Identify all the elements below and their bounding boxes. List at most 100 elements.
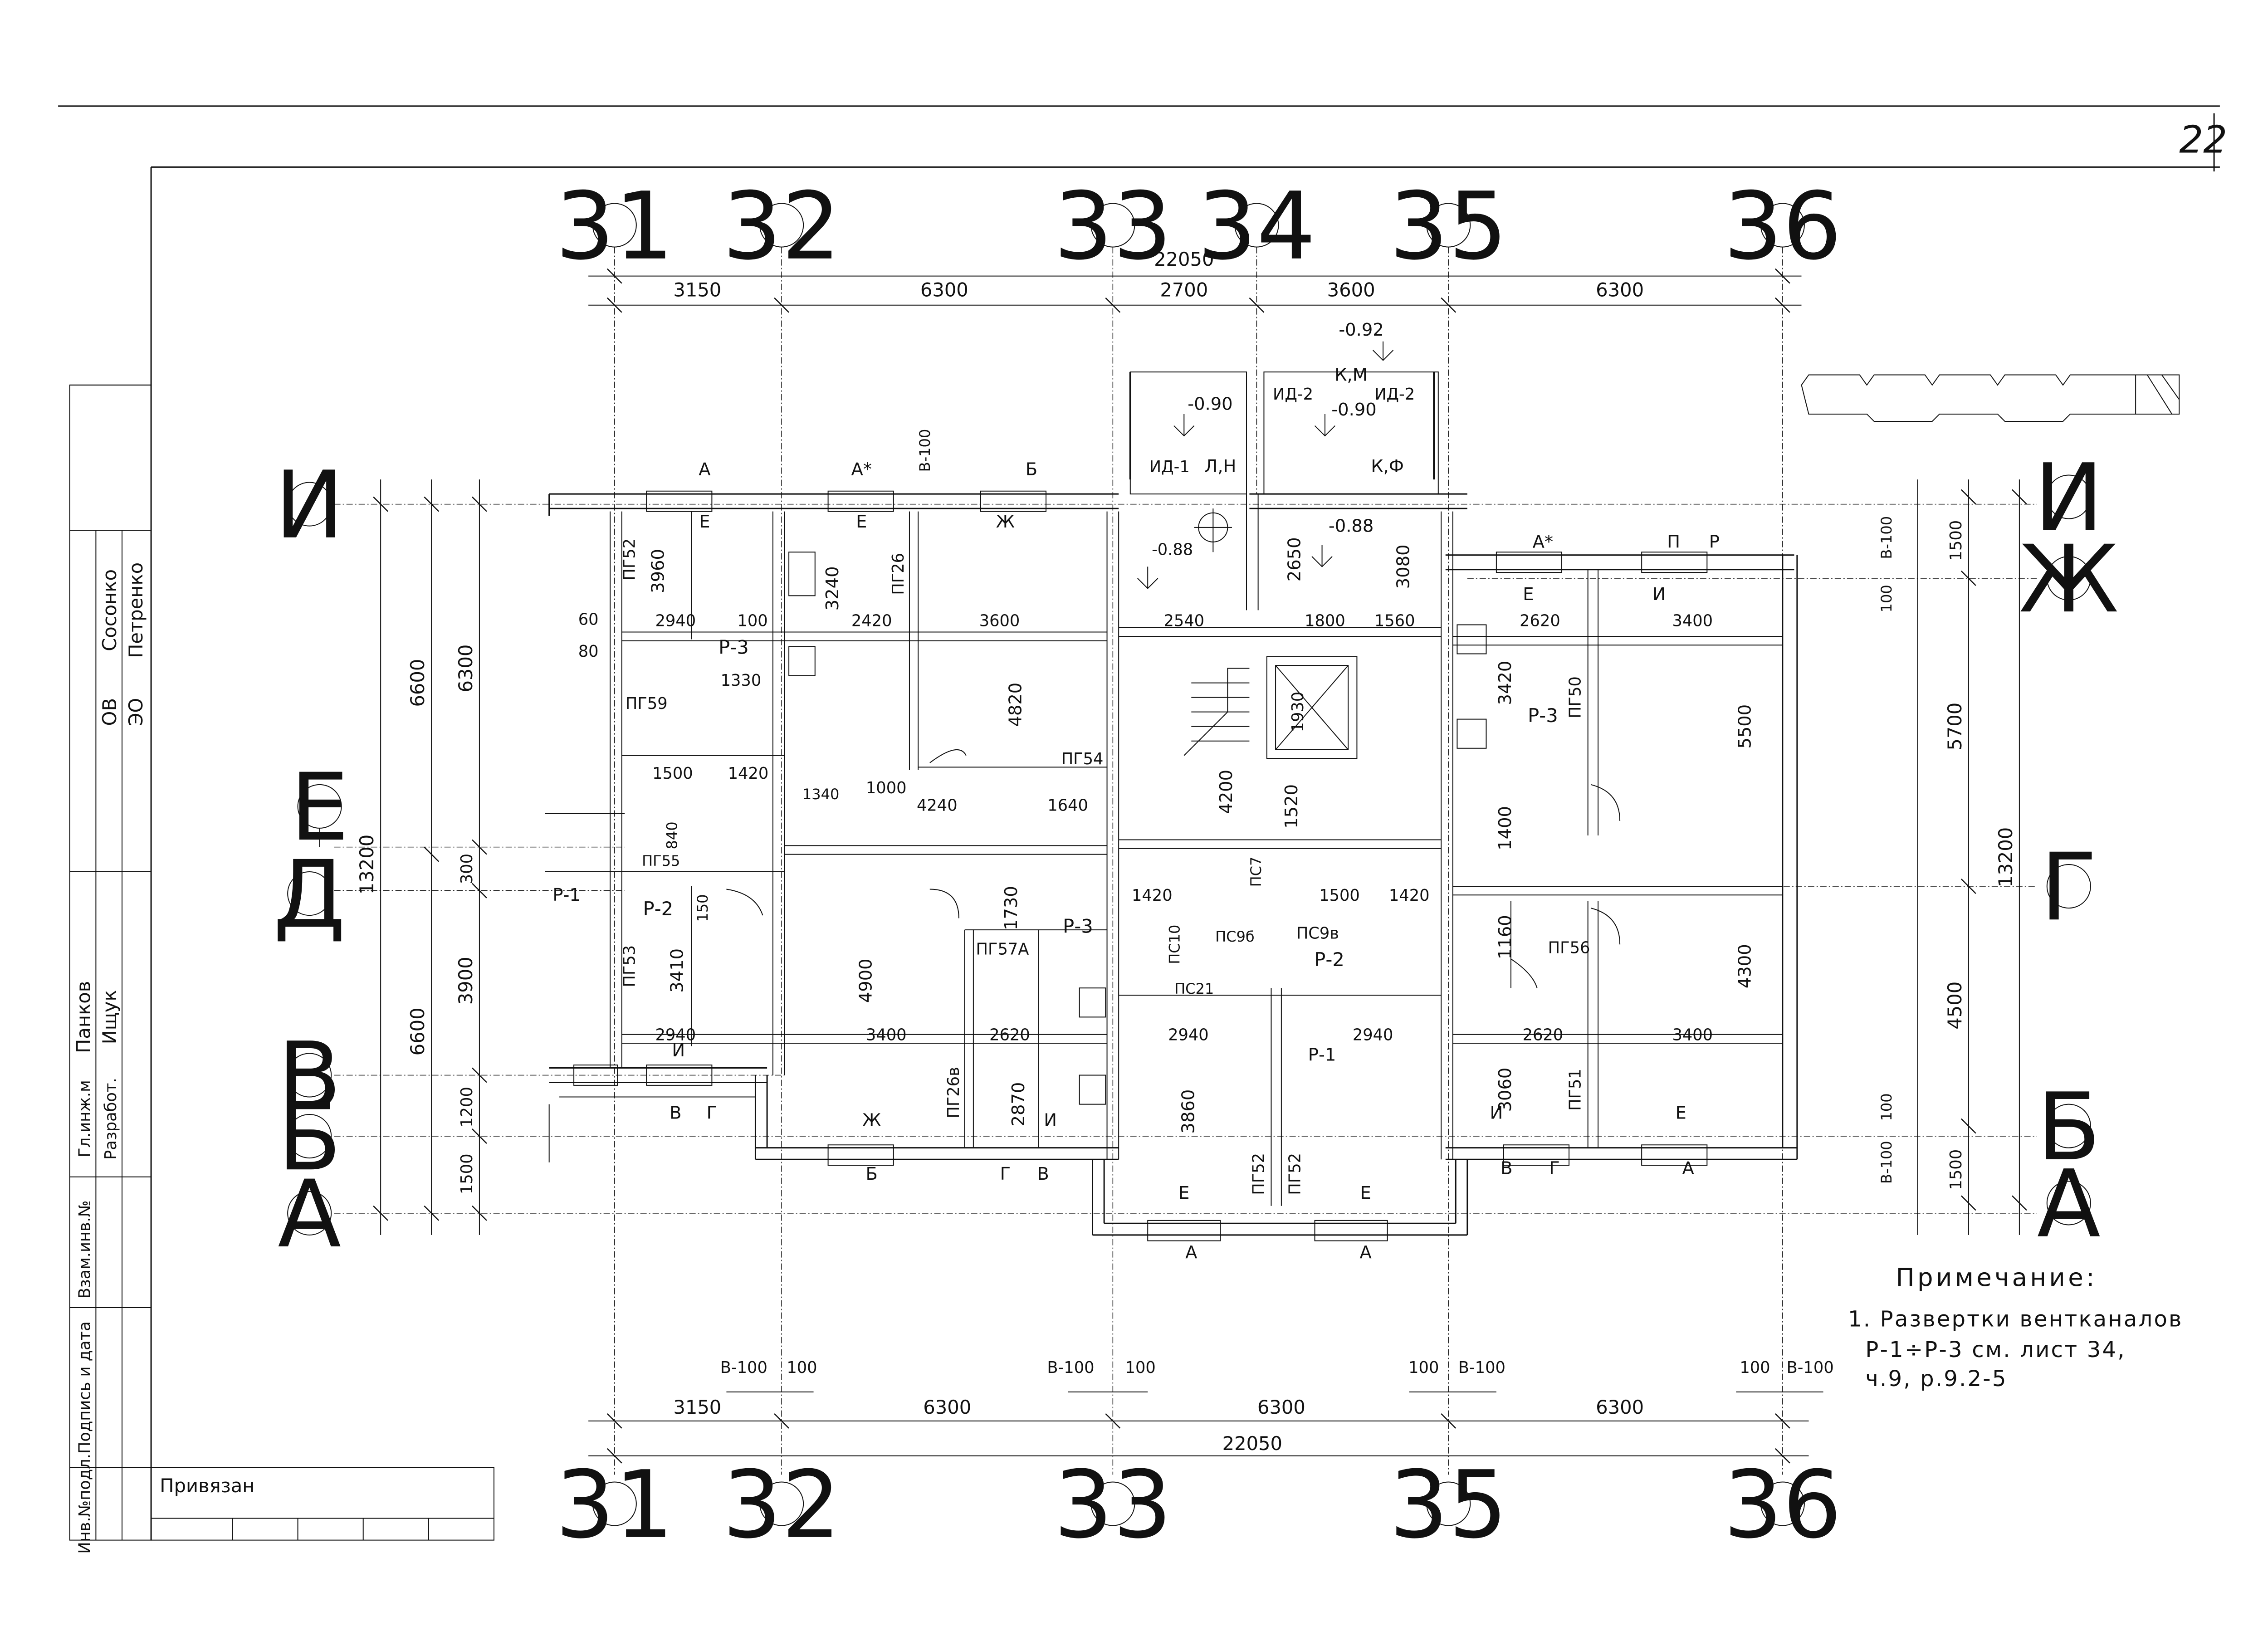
room-dim-18: 2870	[1008, 1082, 1029, 1127]
room-dim-4: 3080	[1393, 544, 1414, 589]
axis-col-35-top: 35	[1389, 173, 1508, 281]
dim-left-outer: 13200	[356, 835, 378, 894]
misc-dim-12: 1330	[721, 671, 762, 690]
room-dim-15: 1160	[1495, 915, 1515, 959]
tb-col-zam: Взам.инв.№	[76, 1201, 94, 1299]
dim-right-inner-4: 1500	[1947, 1149, 1965, 1190]
misc-dim-24: 1930	[1289, 692, 1307, 733]
misc-dim-8: 2620	[1520, 612, 1560, 630]
mark-pg26v: ПГ26в	[944, 1067, 963, 1118]
mark-r1-center: Р-1	[1308, 1045, 1336, 1065]
axis-row-e-left: Е	[290, 754, 349, 862]
axis-row-v-left: В	[278, 1023, 342, 1131]
misc-dim-10: 60	[578, 610, 599, 629]
tb-col-podpis: Подпись и дата	[76, 1321, 94, 1454]
axis-row-d-left: Д	[273, 841, 346, 949]
tb-name-petrenko: Петренко	[125, 562, 147, 658]
axis-col-36-bottom: 36	[1723, 1451, 1842, 1559]
room-dim-5: 2650	[1285, 537, 1305, 581]
misc-dim-4: 3600	[979, 612, 1020, 630]
tb-role-ov: ОВ	[98, 698, 121, 726]
misc-dim-7: 1560	[1374, 612, 1415, 630]
note-line3: ч.9, р.9.2-5	[1865, 1366, 2007, 1392]
room-dim-6: 3420	[1495, 661, 1515, 705]
win-e-3: Е	[1523, 584, 1534, 605]
misc-dim-6: 1800	[1305, 612, 1345, 630]
win-g-2: Г	[1000, 1164, 1011, 1184]
axis-col-33-top: 33	[1054, 173, 1172, 281]
level-2: -0.92	[1339, 320, 1383, 340]
misc-dim-21: 3400	[866, 1026, 907, 1045]
dim-right-small-2: 100	[1878, 585, 1895, 612]
dim-right-inner-2: 5700	[1944, 703, 1966, 751]
note-heading: Примечание:	[1896, 1263, 2097, 1292]
dim-top-3: 2700	[1160, 278, 1208, 301]
win-zh-1: Ж	[996, 512, 1015, 532]
misc-dim-31: 1420	[1389, 886, 1430, 905]
win-kf: К,Ф	[1371, 456, 1404, 477]
tb-role-razrab: Разработ.	[102, 1078, 120, 1159]
win-id2-1: ИД-2	[1273, 385, 1313, 404]
axis-row-a-left: А	[278, 1161, 341, 1269]
mark-pg59: ПГ59	[626, 694, 668, 713]
win-ln: Л,Н	[1204, 456, 1236, 477]
win-id2-2: ИД-2	[1374, 385, 1415, 404]
misc-dim-3: 2420	[851, 612, 892, 630]
misc-dim-5: 2540	[1163, 612, 1204, 630]
dim-left-inner-2: 300	[458, 854, 476, 884]
mark-pg57a: ПГ57А	[976, 940, 1029, 959]
room-dim-9: 4900	[856, 958, 876, 1003]
note-line1: 1. Развертки вентканалов	[1848, 1307, 2183, 1332]
room-dim-10: 1730	[1001, 886, 1022, 930]
dim-bottom-small-3: В-100	[1047, 1358, 1094, 1377]
win-i-4: И	[1490, 1103, 1503, 1123]
misc-dim-29: 3400	[1672, 1026, 1713, 1045]
mark-r2-center: Р-2	[1314, 948, 1344, 971]
room-dim-16: 4200	[1216, 770, 1237, 814]
misc-dim-20: 2620	[989, 1026, 1030, 1045]
axis-col-31-bottom: 31	[555, 1451, 674, 1559]
axis-row-zh-right: Ж	[2019, 526, 2119, 634]
mark-pg56: ПГ56	[1548, 938, 1590, 957]
room-dim-14: 1400	[1495, 806, 1515, 850]
axis-col-31-top: 31	[555, 173, 674, 281]
dim-right-small-1: В-100	[1878, 516, 1895, 559]
room-dim-7: 5500	[1735, 704, 1755, 749]
axis-row-i-right: И	[2034, 444, 2103, 552]
misc-dim-27: 2940	[1353, 1026, 1393, 1045]
mark-pg52-1: ПГ52	[621, 538, 639, 581]
axis-col-32-top: 32	[723, 173, 841, 281]
win-e-5: Е	[1360, 1183, 1371, 1203]
win-i-3: И	[1044, 1110, 1057, 1131]
mark-ps7: ПС7	[1247, 857, 1265, 887]
mark-r3-2: Р-3	[1063, 915, 1093, 938]
win-b-1: Б	[1026, 459, 1037, 480]
mark-r1-left: Р-1	[552, 885, 580, 905]
room-dim-1: 3960	[648, 549, 669, 593]
win-km: К,М	[1334, 365, 1368, 385]
dim-top-total: 22050	[1154, 248, 1214, 270]
mark-r3-1: Р-3	[719, 636, 749, 659]
dim-right-inner-3: 4500	[1944, 982, 1966, 1030]
misc-dim-15: 4240	[917, 796, 958, 815]
dim-right-small-4: В-100	[1878, 1141, 1895, 1184]
mark-pg51: ПГ51	[1566, 1069, 1585, 1111]
win-v-3: В	[1501, 1158, 1512, 1178]
misc-dim-13: 1500	[652, 764, 693, 783]
dim-right-small-3: 100	[1878, 1093, 1895, 1121]
dim-bottom-3: 6300	[1257, 1396, 1305, 1418]
dim-bottom-small-4: 100	[1125, 1358, 1156, 1377]
mark-pg26-1: ПГ26	[889, 553, 908, 595]
win-a-2: А	[1185, 1242, 1197, 1263]
win-a-1: А	[699, 459, 710, 480]
room-dim-2: 3240	[822, 566, 843, 610]
dim-left-mid-2: 6600	[406, 1007, 429, 1055]
dim-bottom-4: 6300	[1596, 1396, 1644, 1418]
misc-dim-25: В-100	[916, 429, 934, 472]
win-e-6: Е	[1676, 1103, 1686, 1123]
mark-r2-left: Р-2	[643, 898, 674, 920]
win-zh-2: Ж	[862, 1110, 881, 1131]
misc-dim-11: 80	[578, 642, 599, 661]
page-number: 22	[2179, 117, 2227, 161]
